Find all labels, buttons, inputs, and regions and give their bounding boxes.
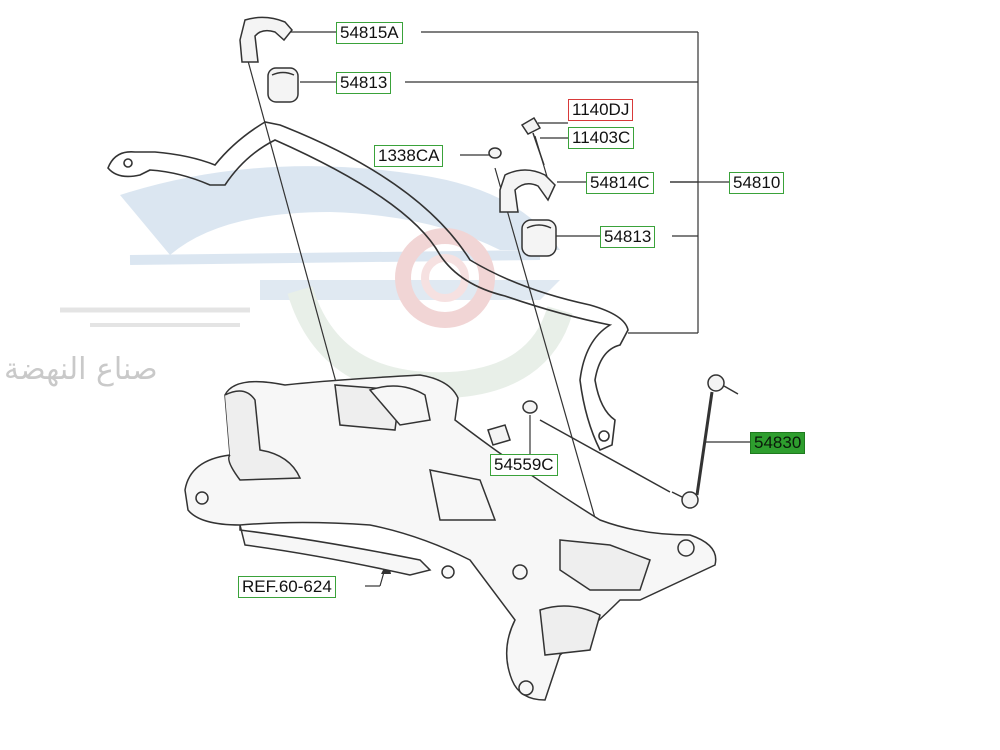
part-label-1140DJ[interactable]: 1140DJ: [568, 99, 634, 121]
part-label-1338CA[interactable]: 1338CA: [374, 145, 444, 167]
part-label-54810[interactable]: 54810: [729, 172, 785, 194]
leader-lines: [244, 31, 750, 587]
part-label-54559C[interactable]: 54559C: [490, 454, 558, 476]
part-label-54830[interactable]: 54830: [750, 432, 806, 454]
watermark-logo: [60, 166, 573, 399]
ref-label[interactable]: REF.60-624: [238, 576, 336, 598]
part-label-54815A[interactable]: 54815A: [336, 22, 403, 44]
watermark-text: صناع النهضة: [4, 352, 158, 387]
part-label-54814C[interactable]: 54814C: [586, 172, 654, 194]
bushings: [239, 16, 557, 446]
part-label-11403C[interactable]: 11403C: [568, 127, 635, 149]
stabilizer-link: [539, 374, 739, 509]
part-label-54813-top[interactable]: 54813: [336, 72, 392, 94]
stabilizer-bar: [107, 121, 629, 452]
subframe: [184, 374, 717, 701]
part-label-54813-mid[interactable]: 54813: [600, 226, 656, 248]
